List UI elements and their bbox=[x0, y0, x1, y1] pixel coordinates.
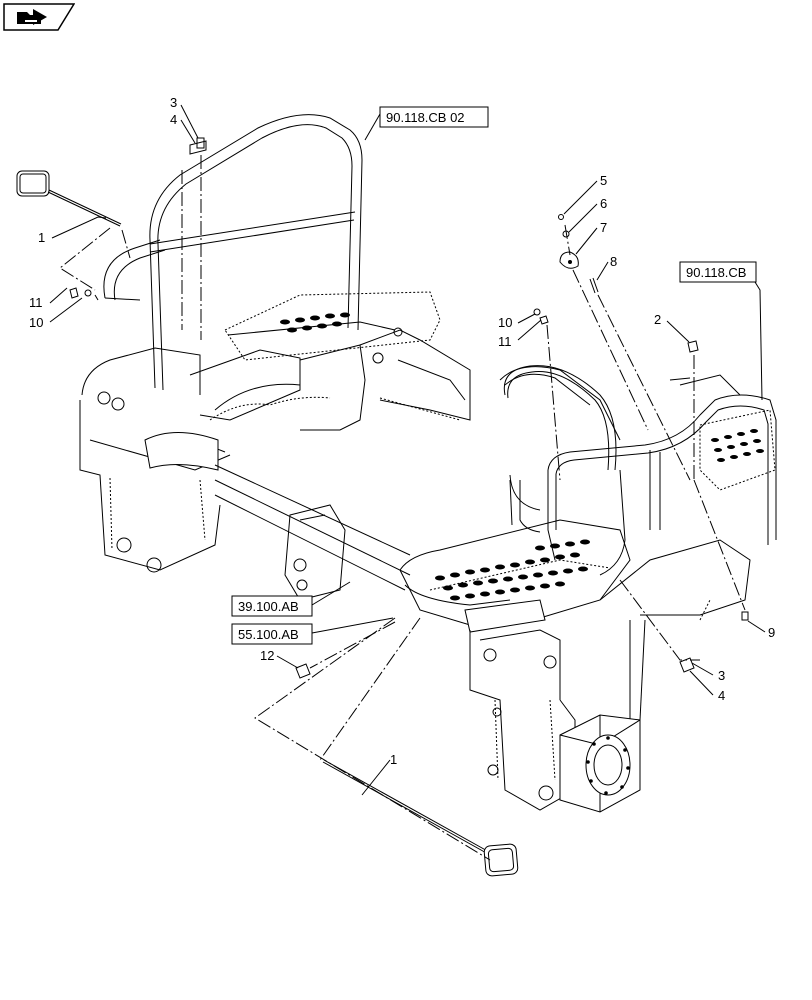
ref-55-100-ab-label: 55.100.AB bbox=[238, 627, 299, 642]
callout-4-top: 4 bbox=[170, 112, 177, 127]
work-light-top bbox=[16, 170, 122, 227]
work-light-bottom bbox=[322, 759, 519, 877]
callout-11-left: 11 bbox=[29, 295, 43, 310]
callout-9: 9 bbox=[768, 625, 775, 640]
assembly-lines bbox=[59, 155, 746, 861]
callout-10-mid: 10 bbox=[498, 315, 512, 330]
hub-box bbox=[559, 714, 641, 813]
ref-39-100-ab-label: 39.100.AB bbox=[238, 599, 299, 614]
grommet-12 bbox=[295, 663, 311, 679]
roll-bar bbox=[103, 114, 363, 391]
callout-3-top: 3 bbox=[170, 95, 177, 110]
front-platform bbox=[399, 519, 631, 633]
plug-9 bbox=[741, 611, 749, 621]
rear-platform bbox=[224, 291, 441, 361]
bolt-top bbox=[189, 137, 207, 155]
bolt-left bbox=[69, 287, 92, 299]
callout-6: 6 bbox=[600, 196, 607, 211]
front-right-platform bbox=[699, 409, 776, 491]
front-handrail bbox=[499, 366, 777, 576]
ref-90-118-cb-02-label: 90.118.CB 02 bbox=[386, 110, 465, 125]
callout-4-right: 4 bbox=[718, 688, 725, 703]
callout-10-left: 10 bbox=[29, 315, 43, 330]
wire-harness bbox=[503, 365, 617, 511]
bolt-right bbox=[679, 657, 695, 673]
callout-12: 12 bbox=[260, 648, 274, 663]
callout-7: 7 bbox=[600, 220, 607, 235]
connector-2 bbox=[687, 340, 699, 353]
ref-90-118-cb-02[interactable]: 90.118.CB 02 bbox=[379, 106, 489, 128]
callout-3-right: 3 bbox=[718, 668, 725, 683]
return-to-index-icon bbox=[17, 9, 47, 25]
bolt-mid bbox=[533, 308, 549, 325]
callout-8: 8 bbox=[610, 254, 617, 269]
main-beam bbox=[214, 464, 411, 601]
callout-2: 2 bbox=[654, 312, 661, 327]
return-to-index-button[interactable] bbox=[3, 3, 75, 31]
rear-chassis bbox=[79, 327, 471, 573]
ref-39-100-ab[interactable]: 39.100.AB bbox=[231, 595, 313, 617]
callout-1-top: 1 bbox=[38, 230, 45, 245]
callout-11-mid: 11 bbox=[498, 334, 512, 349]
ref-90-118-cb[interactable]: 90.118.CB bbox=[679, 261, 757, 283]
leader-lines bbox=[49, 104, 766, 796]
ref-55-100-ab[interactable]: 55.100.AB bbox=[231, 623, 313, 645]
ref-90-118-cb-label: 90.118.CB bbox=[686, 265, 746, 280]
callout-1-bottom: 1 bbox=[390, 752, 397, 767]
callout-5: 5 bbox=[600, 173, 607, 188]
